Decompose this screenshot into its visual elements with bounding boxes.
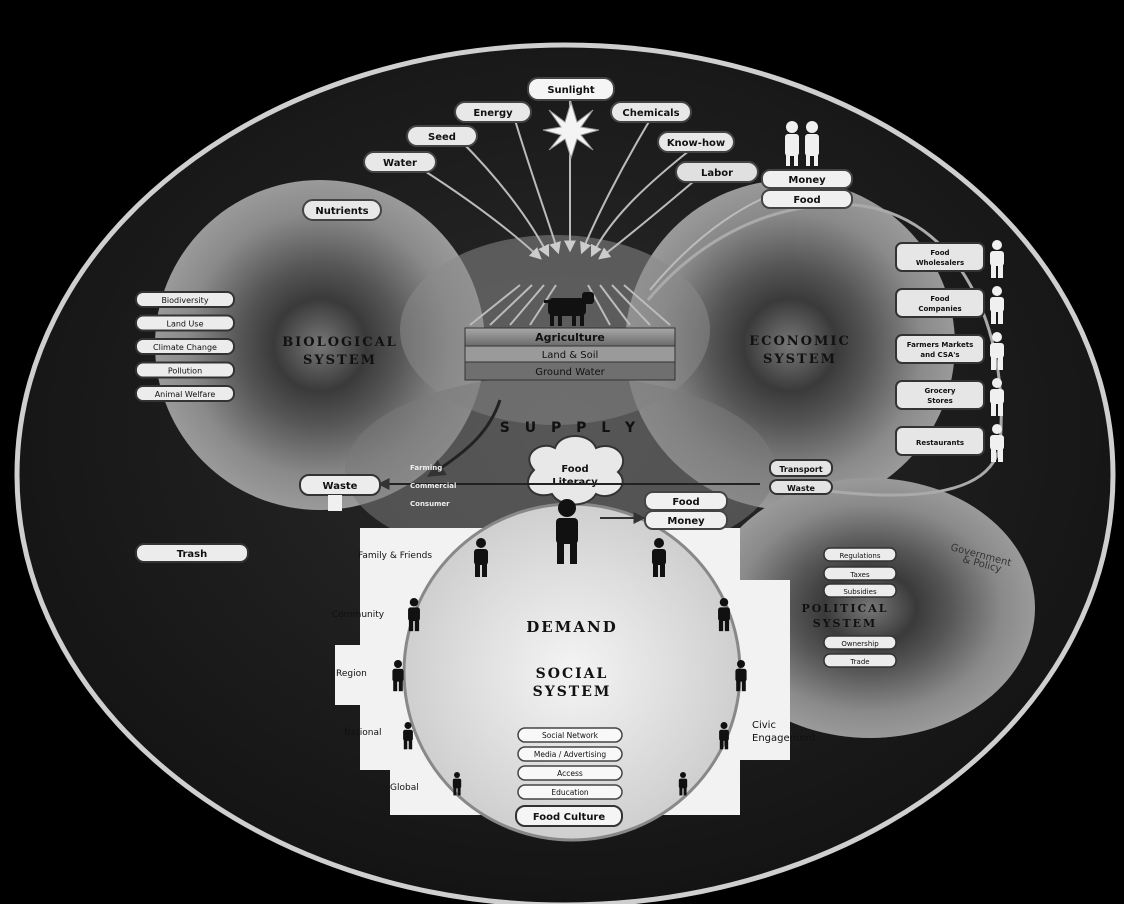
biological-item-label: Biodiversity bbox=[161, 296, 208, 305]
political-item-label: Ownership bbox=[841, 640, 879, 648]
social-title-2: SYSTEM bbox=[533, 684, 612, 700]
political-item-label: Taxes bbox=[849, 571, 870, 579]
waste-farming-label: Farming bbox=[410, 464, 442, 472]
political-item: Regulations bbox=[824, 548, 896, 561]
social-level-label: National bbox=[344, 728, 382, 738]
top-food-label: Food bbox=[793, 195, 820, 206]
biological-item: Land Use bbox=[136, 316, 234, 331]
economic-actor-label: Food bbox=[930, 249, 949, 257]
transport-label: Transport bbox=[779, 465, 823, 474]
political-item: Subsidies bbox=[824, 584, 896, 597]
agriculture-title: Agriculture bbox=[535, 331, 605, 344]
social-title-1: SOCIAL bbox=[536, 666, 609, 682]
input-nutrients: Nutrients bbox=[315, 206, 368, 217]
biological-item: Animal Welfare bbox=[136, 386, 234, 401]
food-literacy-cloud: Food Literacy bbox=[528, 436, 623, 505]
biological-item-label: Climate Change bbox=[153, 343, 217, 352]
economic-actor-label: Restaurants bbox=[916, 439, 964, 447]
economic-actor-label: Grocery bbox=[925, 387, 956, 395]
waste-consumer-label: Consumer bbox=[410, 500, 450, 508]
economic-actor-label: Farmers Markets bbox=[907, 341, 974, 349]
demand-label: DEMAND bbox=[526, 618, 617, 636]
input-labor: Labor bbox=[701, 168, 733, 179]
input-seed: Seed bbox=[428, 132, 456, 143]
political-item-label: Regulations bbox=[839, 552, 880, 560]
social-item-label: Education bbox=[551, 788, 589, 797]
food-culture-label: Food Culture bbox=[533, 812, 606, 823]
political-item: Ownership bbox=[824, 636, 896, 649]
civic-label-1: Civic bbox=[752, 720, 776, 731]
supply-label: S U P P L Y bbox=[500, 420, 640, 436]
biological-title-1: BIOLOGICAL bbox=[282, 335, 398, 350]
consumer-food-label: Food bbox=[672, 497, 699, 508]
waste-commercial-label: Commercial bbox=[410, 482, 456, 490]
biological-item: Biodiversity bbox=[136, 292, 234, 307]
economic-actor-label: Stores bbox=[927, 397, 953, 405]
economic-actor-label: Companies bbox=[918, 305, 961, 313]
biological-item: Pollution bbox=[136, 363, 234, 378]
social-item-label: Access bbox=[557, 769, 583, 778]
political-item-label: Subsidies bbox=[843, 588, 877, 596]
political-title-2: SYSTEM bbox=[813, 617, 878, 630]
political-item: Trade bbox=[824, 654, 896, 667]
biological-item-label: Pollution bbox=[168, 367, 202, 376]
economic-actor-label: Food bbox=[930, 295, 949, 303]
social-level-label: Family & Friends bbox=[358, 551, 432, 561]
input-energy: Energy bbox=[473, 108, 513, 119]
political-item-label: Trade bbox=[849, 658, 869, 666]
social-item-label: Media / Advertising bbox=[534, 750, 606, 759]
economic-title-1: ECONOMIC bbox=[749, 334, 851, 349]
food-literacy-line-2: Literacy bbox=[552, 477, 598, 488]
social-item: Education bbox=[518, 785, 622, 799]
biological-item-label: Land Use bbox=[167, 320, 204, 329]
social-item-label: Social Network bbox=[542, 731, 599, 740]
political-item: Taxes bbox=[824, 567, 896, 580]
biological-item-label: Animal Welfare bbox=[155, 390, 216, 399]
social-level-label: Community bbox=[332, 610, 385, 620]
social-item: Media / Advertising bbox=[518, 747, 622, 761]
input-sunlight: Sunlight bbox=[547, 85, 595, 96]
input-water: Water bbox=[383, 158, 417, 169]
social-item: Access bbox=[518, 766, 622, 780]
input-know-how: Know-how bbox=[667, 138, 725, 149]
economic-title-2: SYSTEM bbox=[763, 352, 837, 367]
social-item: Social Network bbox=[518, 728, 622, 742]
waste-small-label: Waste bbox=[787, 484, 816, 493]
social-level-label: Global bbox=[390, 783, 419, 793]
ground-water-label: Ground Water bbox=[535, 367, 605, 378]
land-soil-label: Land & Soil bbox=[542, 350, 599, 361]
social-level-label: Region bbox=[336, 669, 367, 679]
political-title-1: POLITICAL bbox=[801, 602, 888, 615]
consumer-money-label: Money bbox=[667, 516, 705, 527]
economic-actor-label: and CSA's bbox=[920, 351, 959, 359]
civic-label-2: Engagement bbox=[752, 733, 816, 744]
trash-label: Trash bbox=[177, 549, 207, 560]
top-money-label: Money bbox=[788, 175, 826, 186]
top-money-food: Money Food bbox=[762, 170, 852, 208]
food-literacy-line-1: Food bbox=[561, 464, 588, 475]
biological-item: Climate Change bbox=[136, 339, 234, 354]
economic-actor-label: Wholesalers bbox=[916, 259, 964, 267]
biological-title-2: SYSTEM bbox=[303, 353, 377, 368]
waste-label: Waste bbox=[323, 481, 358, 492]
input-chemicals: Chemicals bbox=[622, 108, 679, 119]
